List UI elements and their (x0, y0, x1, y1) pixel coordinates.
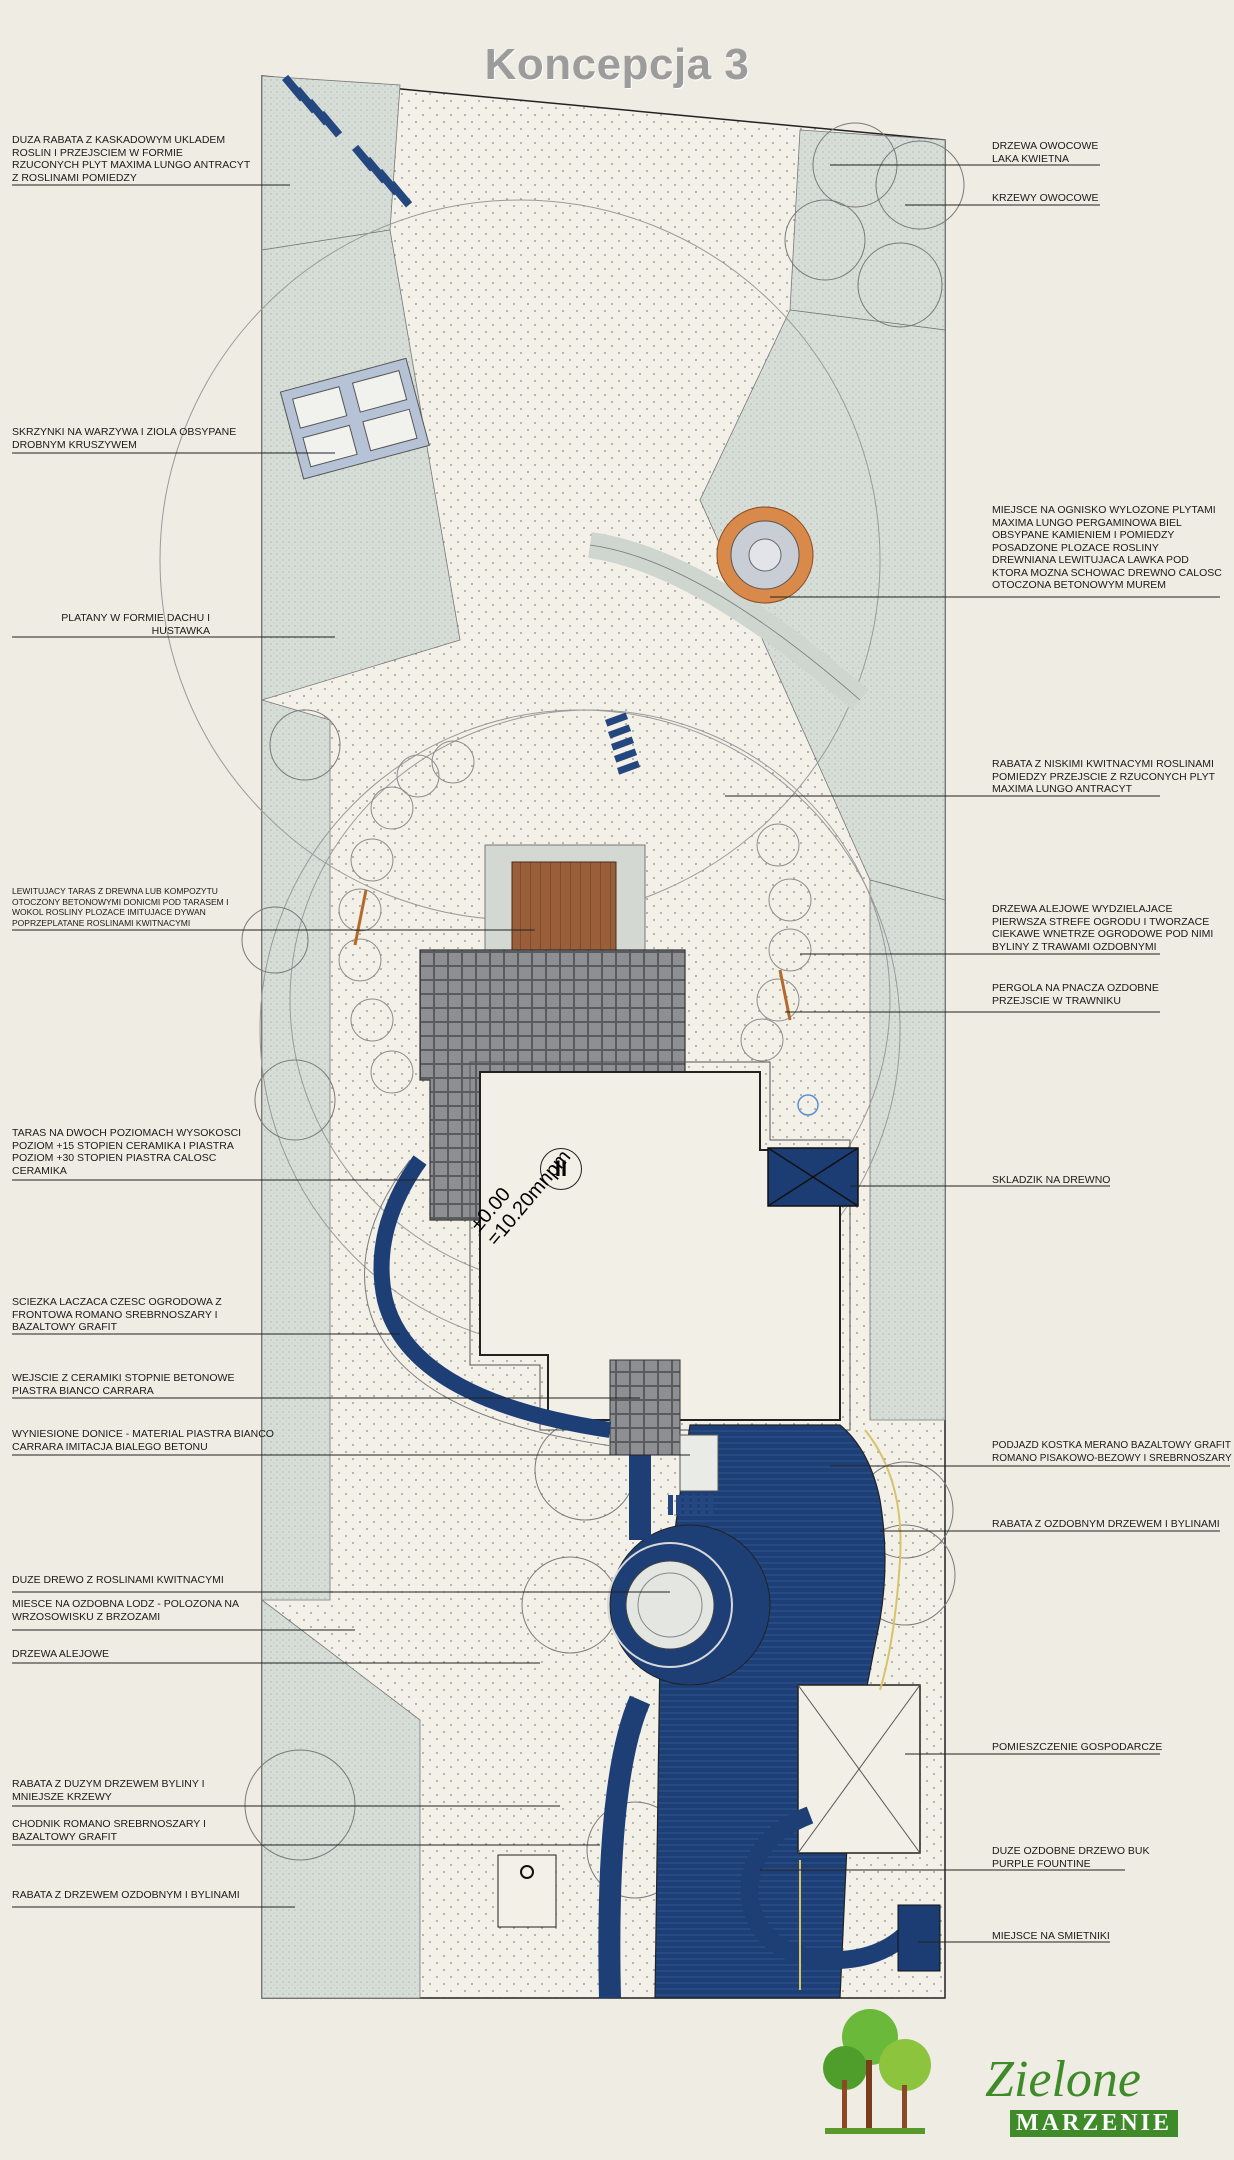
round-planter (607, 1524, 771, 1686)
page-title: Koncepcja 3 (484, 40, 750, 89)
label-left-ornamental-bed: RABATA Z DRZEWEM OZDOBNYM I BYLINAMI (12, 1889, 240, 1901)
left-border-bed (261, 699, 331, 1601)
fire-pit (716, 506, 814, 604)
label-left-vegetable-boxes: SKRZYNKI NA WARZYWA I ZIOLA OBSYPANE DRO… (12, 426, 237, 451)
curved-path-left (373, 1155, 612, 1438)
label-left-cascade-bed: DUZA RABATA Z KASKADOWYM UKLADEM ROSLIN … (12, 134, 251, 184)
label-left-two-level-terrace: TARAS NA DWOCH POZIOMACH WYSOKOSCI POZIO… (12, 1127, 242, 1177)
label-right-woodshed: SKLADZIK NA DREWNO (992, 1174, 1111, 1186)
right-border-bed (869, 879, 946, 1421)
entrance-steps (668, 1495, 713, 1515)
bin-area (897, 1904, 941, 1972)
label-right-utility-room: POMIESZCZENIE GOSPODARCZE (992, 1741, 1163, 1753)
lower-left-bed (261, 1599, 421, 1999)
ring-path-bottom (740, 1806, 912, 1970)
house-level-mark: II (540, 1148, 582, 1190)
leader-lines (12, 164, 1230, 1943)
label-right-driveway: PODJAZD KOSTKA MERANO BAZALTOWY GRAFIT R… (992, 1440, 1232, 1464)
label-right-alley-trees: DRZEWA ALEJOWE WYDZIELAJACE PIERWSZA STR… (992, 903, 1214, 953)
narrow-walkway (598, 1695, 651, 1999)
label-right-ornamental-tree-bed: RABATA Z OZDOBNYM DRZEWEM I BYLINAMI (992, 1518, 1220, 1530)
alley-trees-left (338, 740, 812, 1094)
label-left-alley-trees: DRZEWA ALEJOWE (12, 1648, 110, 1660)
label-left-plane-trees: PLATANY W FORMIE DACHU I HUSTAWKA (61, 612, 210, 637)
label-left-large-tree-bed: RABATA Z DUZYM DRZEWEM BYLINY I MNIEJSZE… (12, 1778, 205, 1803)
raised-planter (679, 1434, 719, 1492)
label-left-entrance: WEJSCIE Z CERAMIKI STOPNIE BETONOWE PIAS… (12, 1372, 235, 1397)
label-left-walkway: CHODNIK ROMANO SREBRNOSZARY I BAZALTOWY … (12, 1818, 206, 1843)
utility-room (797, 1684, 921, 1854)
logo-subtitle: MARZENIE (1010, 2110, 1179, 2137)
label-left-big-tree: DUZE DREWO Z ROSLINAMI KWITNACYMI (12, 1574, 224, 1586)
label-right-fruit-shrubs: KRZEWY OWOCOWE (992, 192, 1099, 204)
label-right-fire-pit: MIEJSCE NA OGNISKO WYLOZONE PLYTAMI MAXI… (992, 504, 1222, 591)
entrance-ceramics (609, 1359, 681, 1456)
stepping-stones-middle (605, 712, 641, 775)
upper-left-bed (261, 75, 401, 251)
label-right-bin-area: MIEJSCE NA SMIETNIKI (992, 1930, 1110, 1942)
label-right-flower-bed: RABATA Z NISKIMI KWITNACYMI ROSLINAMI PO… (992, 758, 1215, 795)
label-left-floating-deck: LEWITUJACY TARAS Z DREWNA LUB KOMPOZYTU … (12, 886, 229, 928)
label-right-pergola: PERGOLA NA PNACZA OZDOBNE PRZEJSCIE W TR… (992, 982, 1159, 1007)
left-strip-bed (261, 229, 461, 701)
label-right-fruit-trees: DRZEWA OWOCOWE LAKA KWIETNA (992, 140, 1099, 165)
label-right-purple-beech: DUZE OZDOBNE DRZEWO BUK PURPLE FOUNTINE (992, 1845, 1150, 1870)
vegetable-boxes (279, 357, 430, 480)
label-left-boat-spot: MIESCE NA OZDOBNA LODZ - POLOZONA NA WRZ… (12, 1598, 239, 1623)
label-left-raised-planters: WYNIESIONE DONICE - MATERIAL PIASTRA BIA… (12, 1428, 274, 1453)
logo-tree-icon (823, 2009, 931, 2134)
logo-wordmark: Zielone (985, 2051, 1141, 2108)
woodshed (767, 1147, 859, 1207)
label-left-linking-path: SCIEZKA LACZACA CZESC OGRODOWA Z FRONTOW… (12, 1296, 222, 1333)
stepping-stones-top (282, 74, 413, 208)
